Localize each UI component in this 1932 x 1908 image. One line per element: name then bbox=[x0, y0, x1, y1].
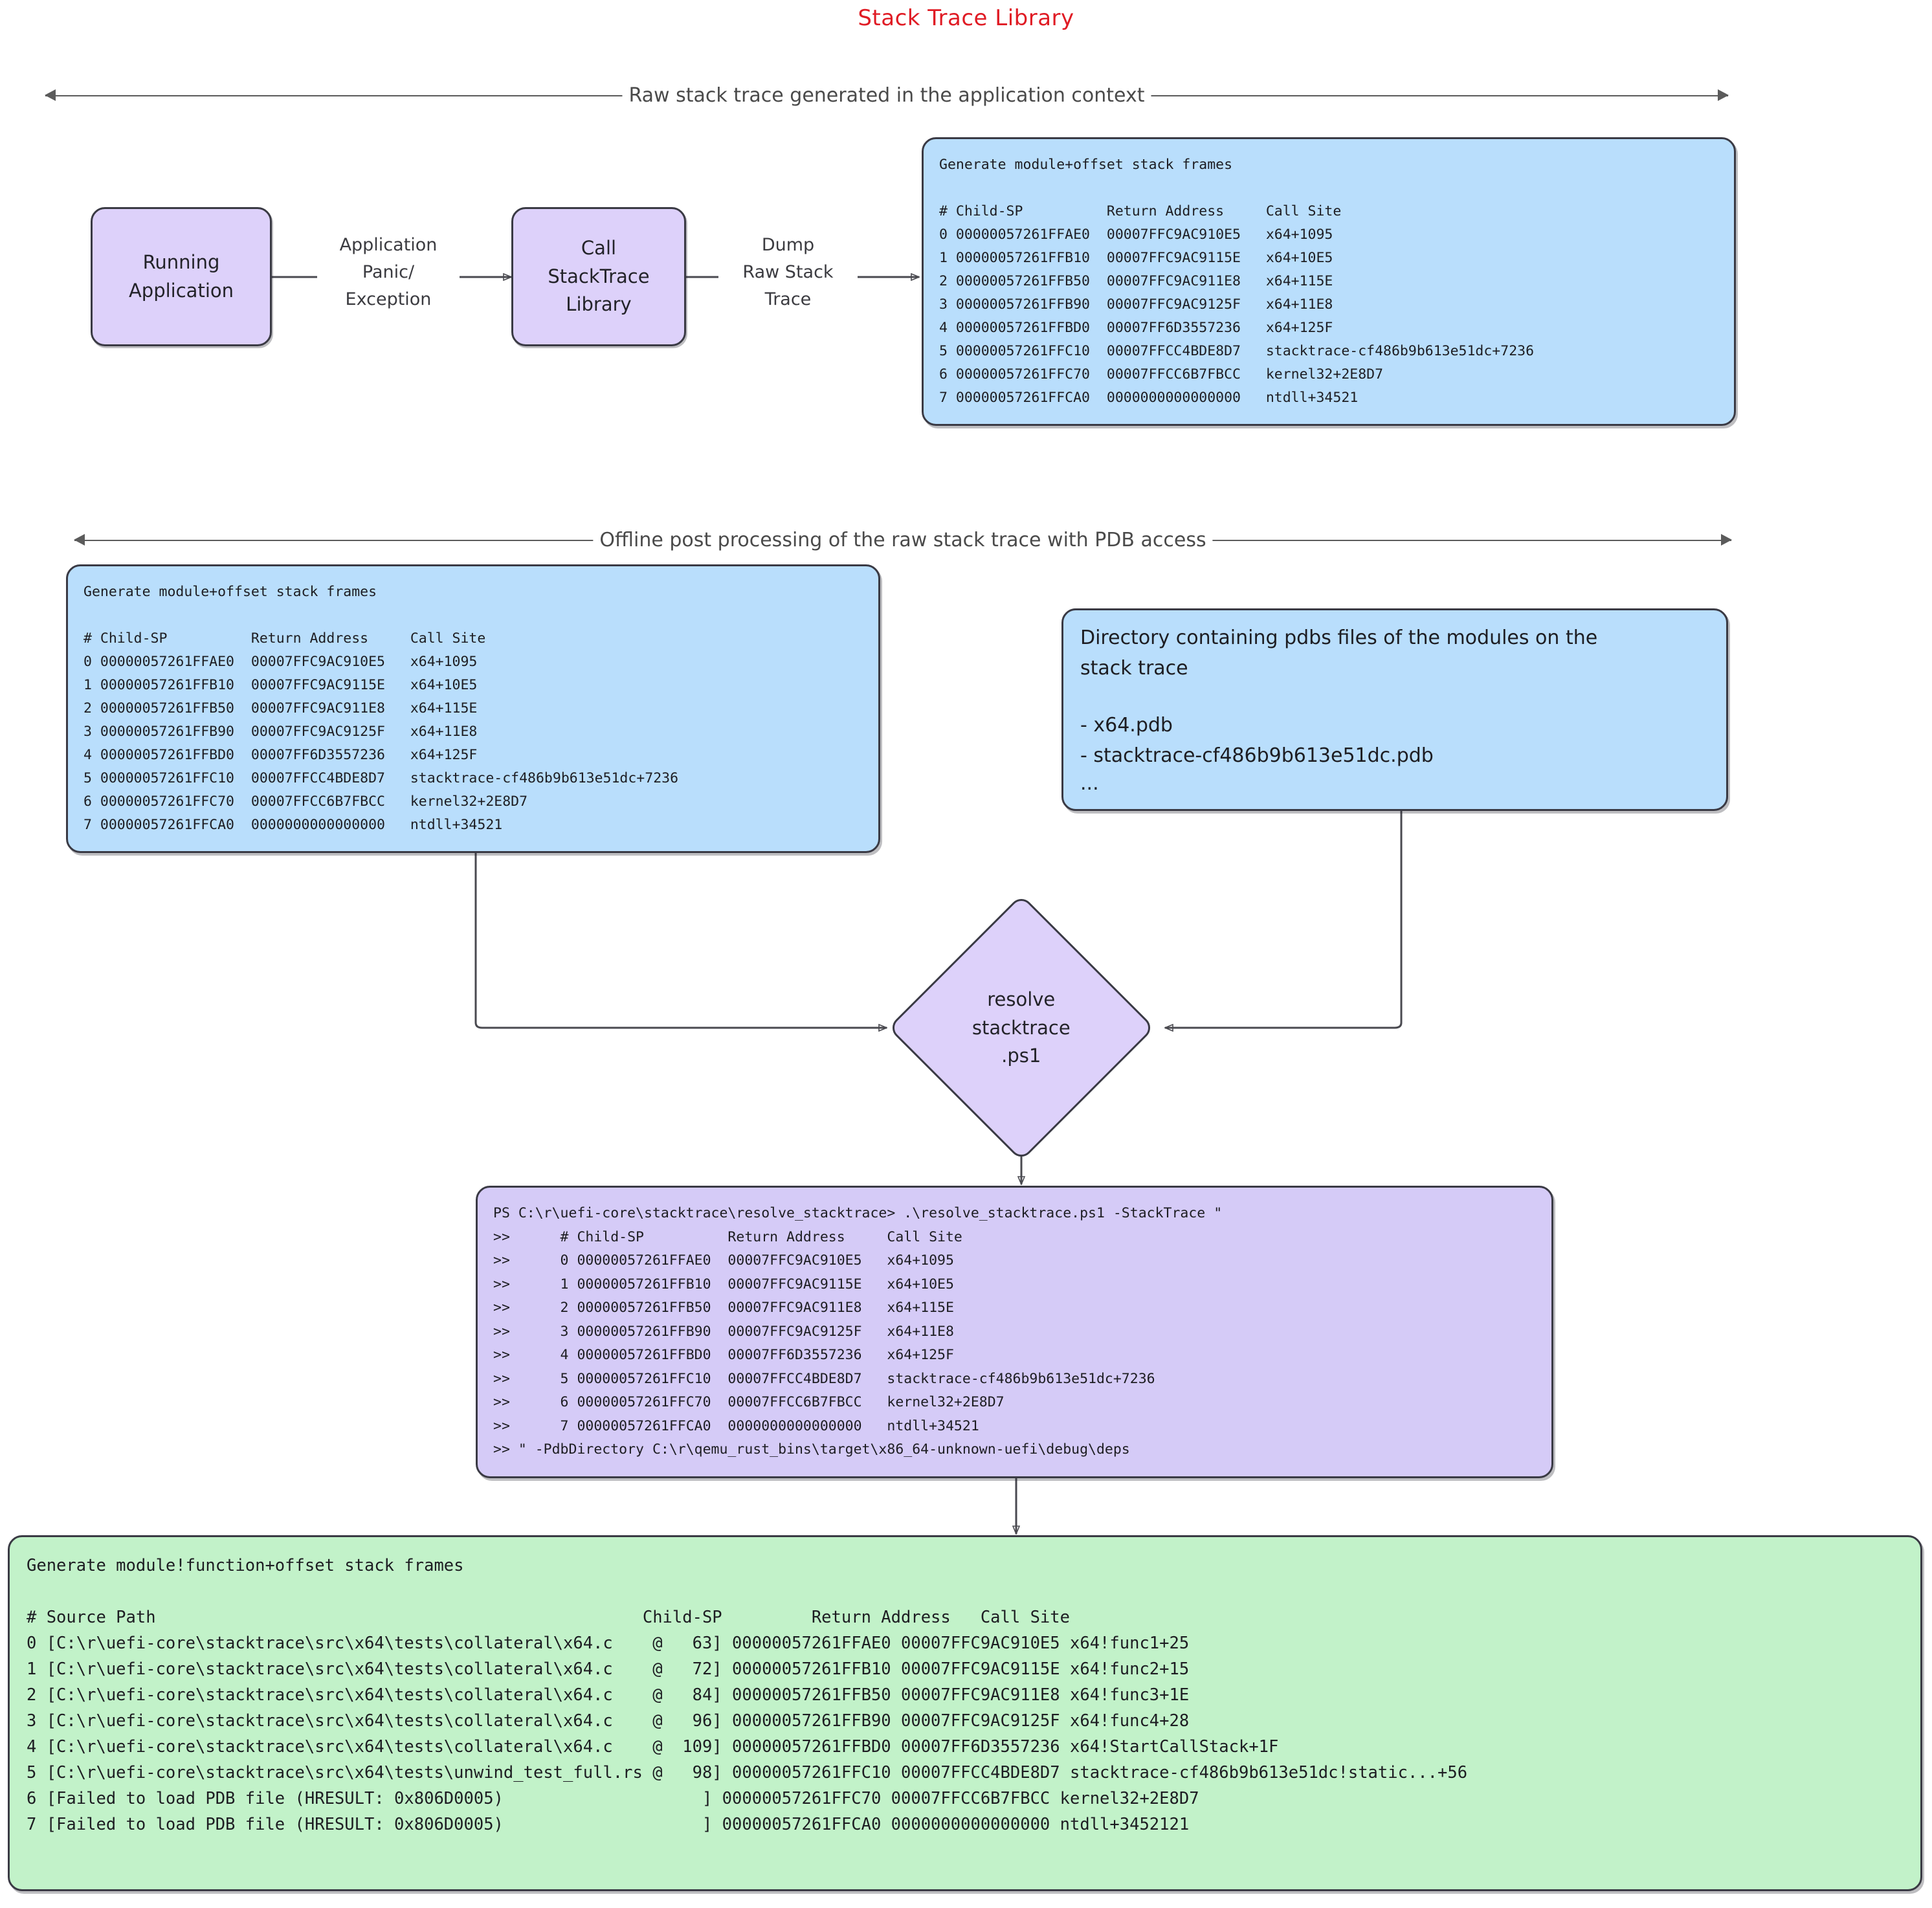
arrow-head-left-icon bbox=[74, 534, 85, 546]
edge-label-dump: Dump Raw Stack Trace bbox=[718, 232, 858, 313]
arrow-head-right-icon bbox=[1721, 534, 1732, 546]
section-label-raw: Raw stack trace generated in the applica… bbox=[622, 83, 1151, 109]
resolved-stack-trace-box: Generate module!function+offset stack fr… bbox=[8, 1535, 1922, 1891]
pdb-file-item: - stacktrace-cf486b9b613e51dc.pdb bbox=[1080, 744, 1434, 767]
section-label-offline: Offline post processing of the raw stack… bbox=[593, 527, 1213, 553]
pdb-file-item: - x64.pdb bbox=[1080, 714, 1173, 737]
node-call-stacktrace-library[interactable]: Call StackTrace Library bbox=[511, 207, 686, 346]
arrow-head-right-icon bbox=[1718, 89, 1729, 101]
node-label: Running Application bbox=[128, 251, 234, 302]
section-span-offline: Offline post processing of the raw stack… bbox=[74, 527, 1732, 553]
node-label: Call StackTrace Library bbox=[548, 237, 650, 316]
node-running-application[interactable]: Running Application bbox=[91, 207, 272, 346]
powershell-command-text: PS C:\r\uefi-core\stacktrace\resolve_sta… bbox=[493, 1205, 1223, 1458]
page-title: Stack Trace Library bbox=[858, 5, 1074, 31]
raw-stack-trace-text: Generate module+offset stack frames # Ch… bbox=[939, 157, 1535, 406]
pdb-directory-description: Directory containing pdbs files of the m… bbox=[1080, 627, 1598, 680]
node-resolve-stacktrace-ps1[interactable]: resolve stacktrace .ps1 bbox=[887, 894, 1155, 1162]
pdb-directory-box: Directory containing pdbs files of the m… bbox=[1061, 608, 1728, 811]
raw-stack-trace-text-offline: Generate module+offset stack frames # Ch… bbox=[83, 584, 679, 833]
node-label: resolve stacktrace .ps1 bbox=[972, 988, 1071, 1067]
raw-stack-trace-box-offline: Generate module+offset stack frames # Ch… bbox=[66, 564, 880, 853]
pdb-file-item: ... bbox=[1080, 772, 1099, 795]
raw-stack-trace-box: Generate module+offset stack frames # Ch… bbox=[922, 137, 1736, 426]
resolved-stack-trace-text: Generate module!function+offset stack fr… bbox=[27, 1556, 1468, 1834]
section-span-raw: Raw stack trace generated in the applica… bbox=[45, 83, 1729, 109]
powershell-command-box: PS C:\r\uefi-core\stacktrace\resolve_sta… bbox=[476, 1186, 1553, 1478]
arrow-head-left-icon bbox=[45, 89, 56, 101]
edge-label-panic: Application Panic/ Exception bbox=[317, 232, 460, 313]
